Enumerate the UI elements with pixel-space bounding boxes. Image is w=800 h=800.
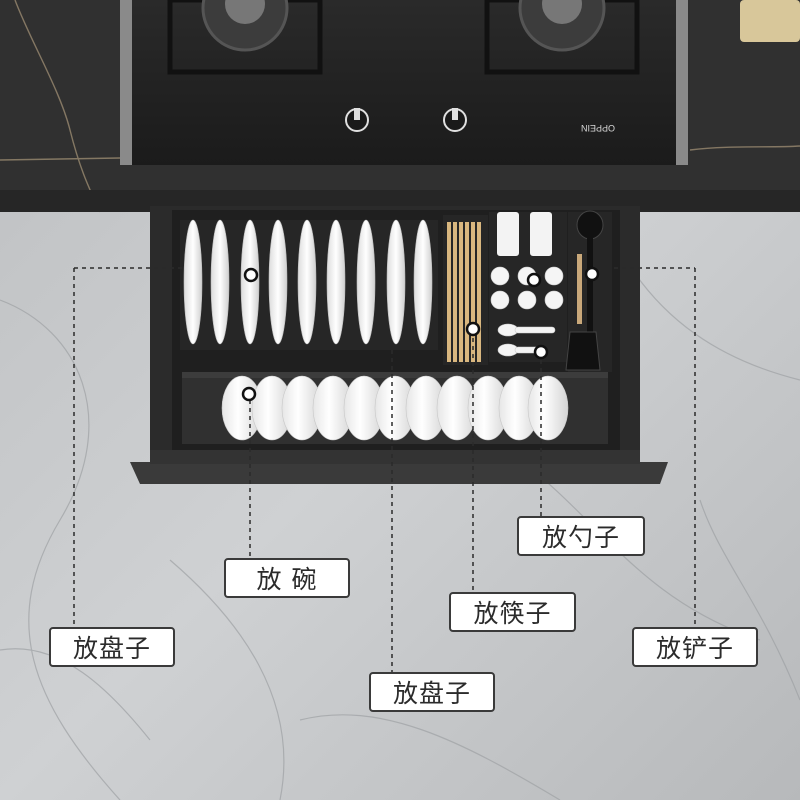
label-spatula: 放铲子 — [632, 627, 758, 667]
stove-knob-right — [443, 108, 467, 132]
label-spoon: 放勺子 — [517, 516, 645, 556]
ladle-spatula — [565, 210, 612, 372]
chopstick-tray — [443, 215, 488, 365]
plate-rack — [180, 219, 438, 350]
label-chopsticks: 放筷子 — [449, 592, 576, 632]
label-plate-bottom: 放盘子 — [369, 672, 495, 712]
label-bowl: 放 碗 — [224, 558, 350, 598]
left-burner — [167, 0, 323, 75]
stove-brand: OPPEIN — [581, 123, 615, 133]
marker-bowl — [241, 386, 257, 402]
cutting-board — [740, 0, 800, 42]
stove-knob-left — [345, 108, 369, 132]
label-plate-left: 放盘子 — [49, 627, 175, 667]
marker-dots — [241, 266, 600, 402]
marker-cup — [526, 272, 542, 288]
bowl-rack — [182, 372, 608, 444]
drawer-front — [130, 462, 668, 484]
marker-spoon — [533, 344, 549, 360]
right-burner — [484, 0, 640, 75]
countertop-veins — [0, 0, 800, 213]
marker-spatula — [584, 266, 600, 282]
marker-plate — [243, 267, 259, 283]
guide-lines — [73, 267, 696, 672]
utensil-tray — [489, 212, 567, 362]
marker-chopsticks — [465, 321, 481, 337]
